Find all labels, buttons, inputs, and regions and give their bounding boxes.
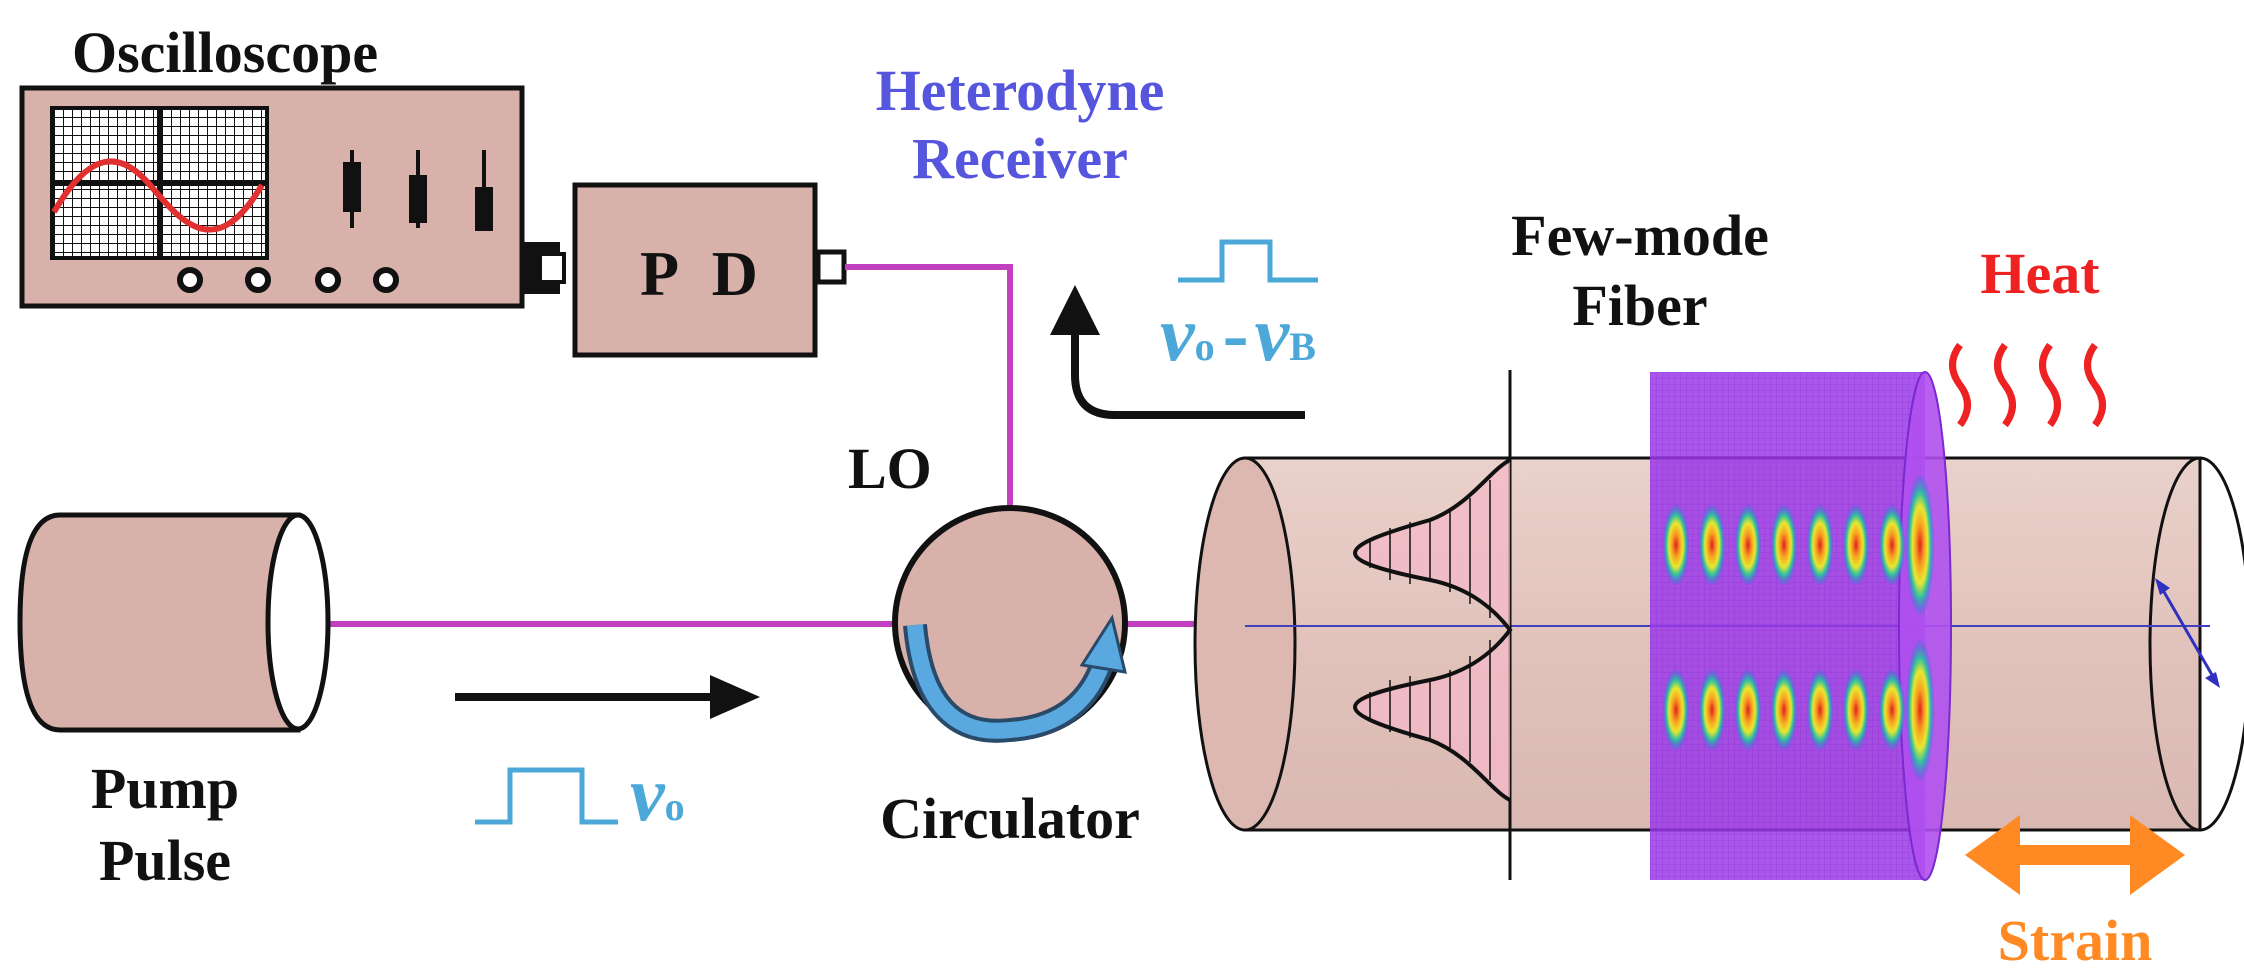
oscilloscope-controls bbox=[343, 150, 493, 231]
circulator-label: Circulator bbox=[880, 786, 1140, 851]
heat-waves-icon bbox=[1949, 342, 2106, 428]
fiber-left-end bbox=[1193, 456, 1297, 832]
return-frequency-label: νo-νB bbox=[1160, 290, 1316, 377]
oscilloscope-buttons bbox=[177, 267, 399, 293]
oscilloscope bbox=[19, 85, 566, 309]
pump-label-line1: Pump bbox=[91, 756, 239, 821]
few-mode-label-line1: Few-mode bbox=[1511, 203, 1769, 268]
photodetector-body bbox=[572, 182, 818, 358]
fiber-right-end bbox=[2148, 456, 2244, 832]
mode-intensity-profile bbox=[1353, 370, 1513, 880]
circulator bbox=[892, 505, 1128, 743]
pd-label: P D bbox=[640, 238, 768, 309]
heterodyne-label-line1: Heterodyne bbox=[876, 58, 1165, 123]
backscatter-arrow bbox=[1050, 285, 1305, 419]
mode-field-pattern bbox=[1650, 371, 1952, 881]
pump-laser bbox=[17, 512, 331, 733]
lo-label: LO bbox=[848, 436, 932, 501]
forward-arrow bbox=[455, 675, 760, 719]
strain-arrow-icon bbox=[1965, 815, 2185, 895]
strain-label: Strain bbox=[1998, 908, 2153, 973]
pump-frequency-label: νo bbox=[630, 750, 685, 837]
few-mode-fiber bbox=[1193, 370, 2244, 881]
heterodyne-label-line2: Receiver bbox=[912, 126, 1128, 191]
pump-pulse-symbol bbox=[475, 767, 618, 825]
oscilloscope-label: Oscilloscope bbox=[72, 20, 378, 85]
few-mode-label-line2: Fiber bbox=[1572, 273, 1707, 338]
pump-label-line2: Pulse bbox=[99, 828, 231, 893]
photodetector bbox=[572, 182, 847, 358]
heat-label: Heat bbox=[1980, 241, 2100, 306]
pd-to-circulator-fiber bbox=[845, 264, 1013, 508]
return-pulse-symbol bbox=[1178, 239, 1318, 283]
waveform-trace bbox=[51, 158, 265, 233]
polarization-arrow bbox=[2155, 578, 2220, 688]
